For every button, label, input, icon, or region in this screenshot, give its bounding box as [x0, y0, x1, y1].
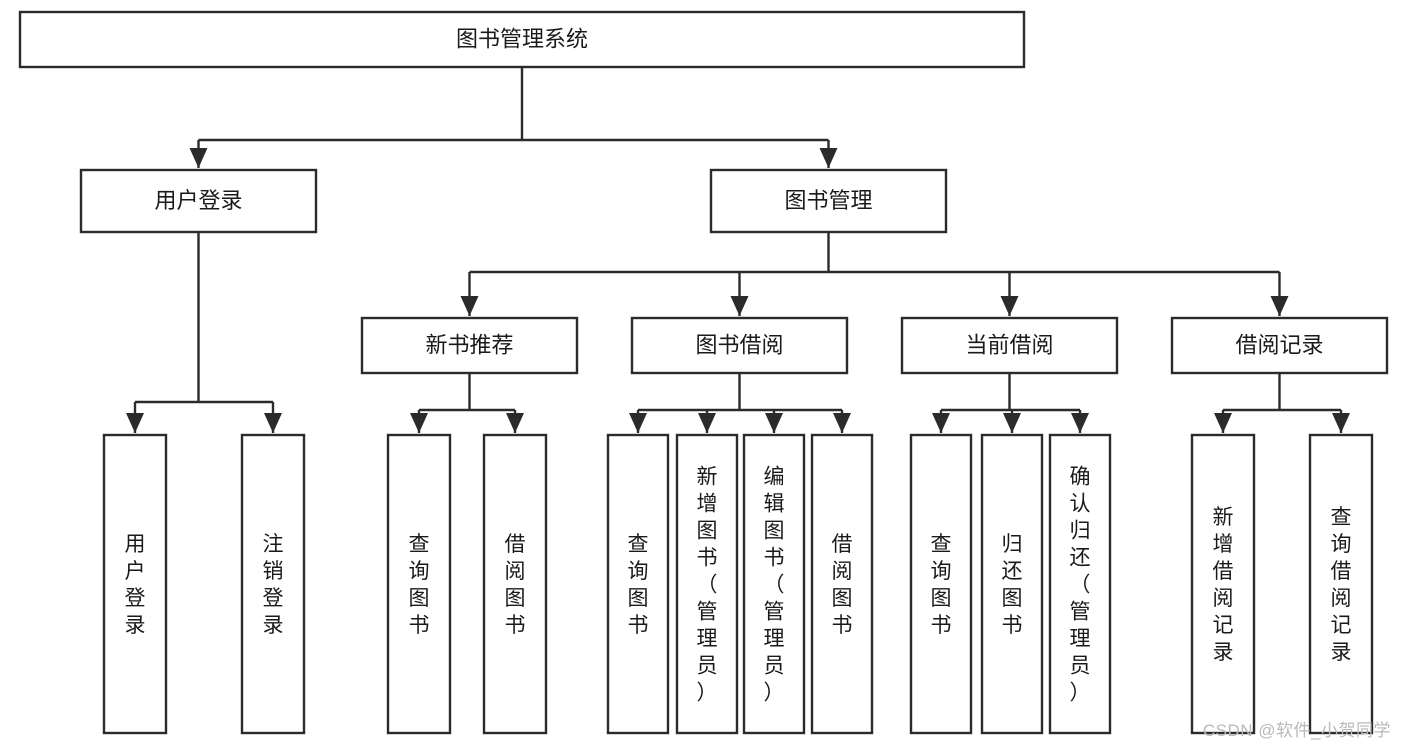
node-leaf-edit-book-admin-label: 编辑图书（管理员） [764, 466, 785, 705]
node-leaf-query-book-1[interactable]: 查询图书 [386, 433, 452, 735]
node-leaf-query-book-2[interactable]: 查询图书 [606, 433, 670, 735]
arrowhead-book-manage-to-book-borrow [730, 296, 749, 316]
node-leaf-edit-book-admin-rect [742, 433, 806, 735]
arrowhead-user-login-to-leaf-user-logout [264, 413, 282, 433]
node-leaf-add-book-admin[interactable]: 新增图书（管理员） [675, 433, 739, 735]
arrowhead-root-to-book-manage [819, 148, 838, 168]
node-leaf-borrow-book-1-rect [482, 433, 548, 735]
node-leaf-add-borrow-record[interactable]: 新增借阅记录 [1190, 433, 1256, 735]
node-user-login[interactable]: 用户登录 [79, 168, 318, 234]
node-leaf-query-book-3-rect [909, 433, 973, 735]
node-leaf-query-book-3[interactable]: 查询图书 [909, 433, 973, 735]
node-leaf-borrow-book-2[interactable]: 借阅图书 [810, 433, 874, 735]
arrowhead-borrow-record-to-leaf-query-borrow-record [1332, 413, 1350, 433]
node-new-book-rec-label: 新书推荐 [425, 332, 513, 357]
node-leaf-return-book[interactable]: 归还图书 [980, 433, 1044, 735]
node-borrow-record[interactable]: 借阅记录 [1170, 316, 1389, 375]
node-leaf-user-login-rect [102, 433, 168, 735]
arrowhead-borrow-record-to-leaf-add-borrow-record [1214, 413, 1232, 433]
node-leaf-query-book-1-label: 查询图书 [409, 533, 430, 637]
node-new-book-rec-rect [360, 316, 579, 375]
node-leaf-borrow-book-2-rect [810, 433, 874, 735]
arrowhead-current-borrow-to-leaf-return-book [1003, 413, 1021, 433]
node-leaf-borrow-book-2-label: 借阅图书 [832, 533, 853, 637]
arrowhead-book-manage-to-new-book-rec [460, 296, 479, 316]
arrowhead-current-borrow-to-leaf-query-book-3 [932, 413, 950, 433]
node-book-manage-label: 图书管理 [784, 188, 872, 213]
arrowhead-book-manage-to-borrow-record [1270, 296, 1289, 316]
node-leaf-query-borrow-record-label: 查询借阅记录 [1331, 506, 1352, 664]
node-leaf-user-logout-rect [240, 433, 306, 735]
node-leaf-confirm-return-admin-rect [1048, 433, 1112, 735]
node-leaf-borrow-book-1-label: 借阅图书 [505, 533, 526, 637]
node-book-borrow-rect [630, 316, 849, 375]
node-book-borrow-label: 图书借阅 [695, 332, 783, 357]
node-borrow-record-label: 借阅记录 [1235, 332, 1323, 357]
node-current-borrow[interactable]: 当前借阅 [900, 316, 1119, 375]
node-leaf-confirm-return-admin[interactable]: 确认归还（管理员） [1048, 433, 1112, 735]
node-leaf-user-login[interactable]: 用户登录 [102, 433, 168, 735]
arrowhead-current-borrow-to-leaf-confirm-return-admin [1071, 413, 1089, 433]
arrowhead-book-borrow-to-leaf-add-book-admin [698, 413, 716, 433]
node-leaf-user-logout-label: 注销登录 [263, 533, 284, 637]
node-new-book-rec[interactable]: 新书推荐 [360, 316, 579, 375]
node-leaf-user-logout[interactable]: 注销登录 [240, 433, 306, 735]
arrowhead-book-manage-to-current-borrow [1000, 296, 1019, 316]
node-leaf-return-book-rect [980, 433, 1044, 735]
node-leaf-add-book-admin-rect [675, 433, 739, 735]
node-root[interactable]: 图书管理系统 [18, 10, 1026, 69]
node-leaf-user-login-label: 用户登录 [125, 533, 146, 637]
node-borrow-record-rect [1170, 316, 1389, 375]
node-leaf-query-borrow-record[interactable]: 查询借阅记录 [1308, 433, 1374, 735]
node-leaf-add-borrow-record-label: 新增借阅记录 [1213, 506, 1234, 664]
node-leaf-borrow-book-1[interactable]: 借阅图书 [482, 433, 548, 735]
node-current-borrow-rect [900, 316, 1119, 375]
node-user-login-label: 用户登录 [154, 188, 242, 213]
node-root-rect [18, 10, 1026, 69]
arrowhead-new-book-rec-to-leaf-borrow-book-1 [506, 413, 524, 433]
arrowhead-book-borrow-to-leaf-edit-book-admin [765, 413, 783, 433]
node-book-manage[interactable]: 图书管理 [709, 168, 948, 234]
node-book-manage-rect [709, 168, 948, 234]
node-leaf-query-borrow-record-rect [1308, 433, 1374, 735]
arrowhead-book-borrow-to-leaf-query-book-2 [629, 413, 647, 433]
node-leaf-query-book-2-rect [606, 433, 670, 735]
arrowhead-root-to-user-login [189, 148, 208, 168]
node-leaf-confirm-return-admin-label: 确认归还（管理员） [1070, 466, 1091, 705]
watermark-text: CSDN @软件_小贺同学 [1202, 721, 1391, 740]
node-leaf-edit-book-admin[interactable]: 编辑图书（管理员） [742, 433, 806, 735]
arrowhead-book-borrow-to-leaf-borrow-book-2 [833, 413, 851, 433]
node-leaf-query-book-2-label: 查询图书 [628, 533, 649, 637]
node-leaf-query-book-3-label: 查询图书 [931, 533, 952, 637]
node-leaf-query-book-1-rect [386, 433, 452, 735]
nodes-layer: 图书管理系统用户登录图书管理新书推荐图书借阅当前借阅借阅记录用户登录注销登录查询… [18, 10, 1389, 735]
node-root-label: 图书管理系统 [456, 26, 588, 51]
node-leaf-add-book-admin-label: 新增图书（管理员） [697, 466, 718, 705]
connectors-layer [126, 67, 1350, 433]
node-user-login-rect [79, 168, 318, 234]
node-leaf-return-book-label: 归还图书 [1002, 533, 1023, 637]
node-book-borrow[interactable]: 图书借阅 [630, 316, 849, 375]
arrowhead-new-book-rec-to-leaf-query-book-1 [410, 413, 428, 433]
node-leaf-add-borrow-record-rect [1190, 433, 1256, 735]
node-current-borrow-label: 当前借阅 [965, 332, 1053, 357]
arrowhead-user-login-to-leaf-user-login [126, 413, 144, 433]
